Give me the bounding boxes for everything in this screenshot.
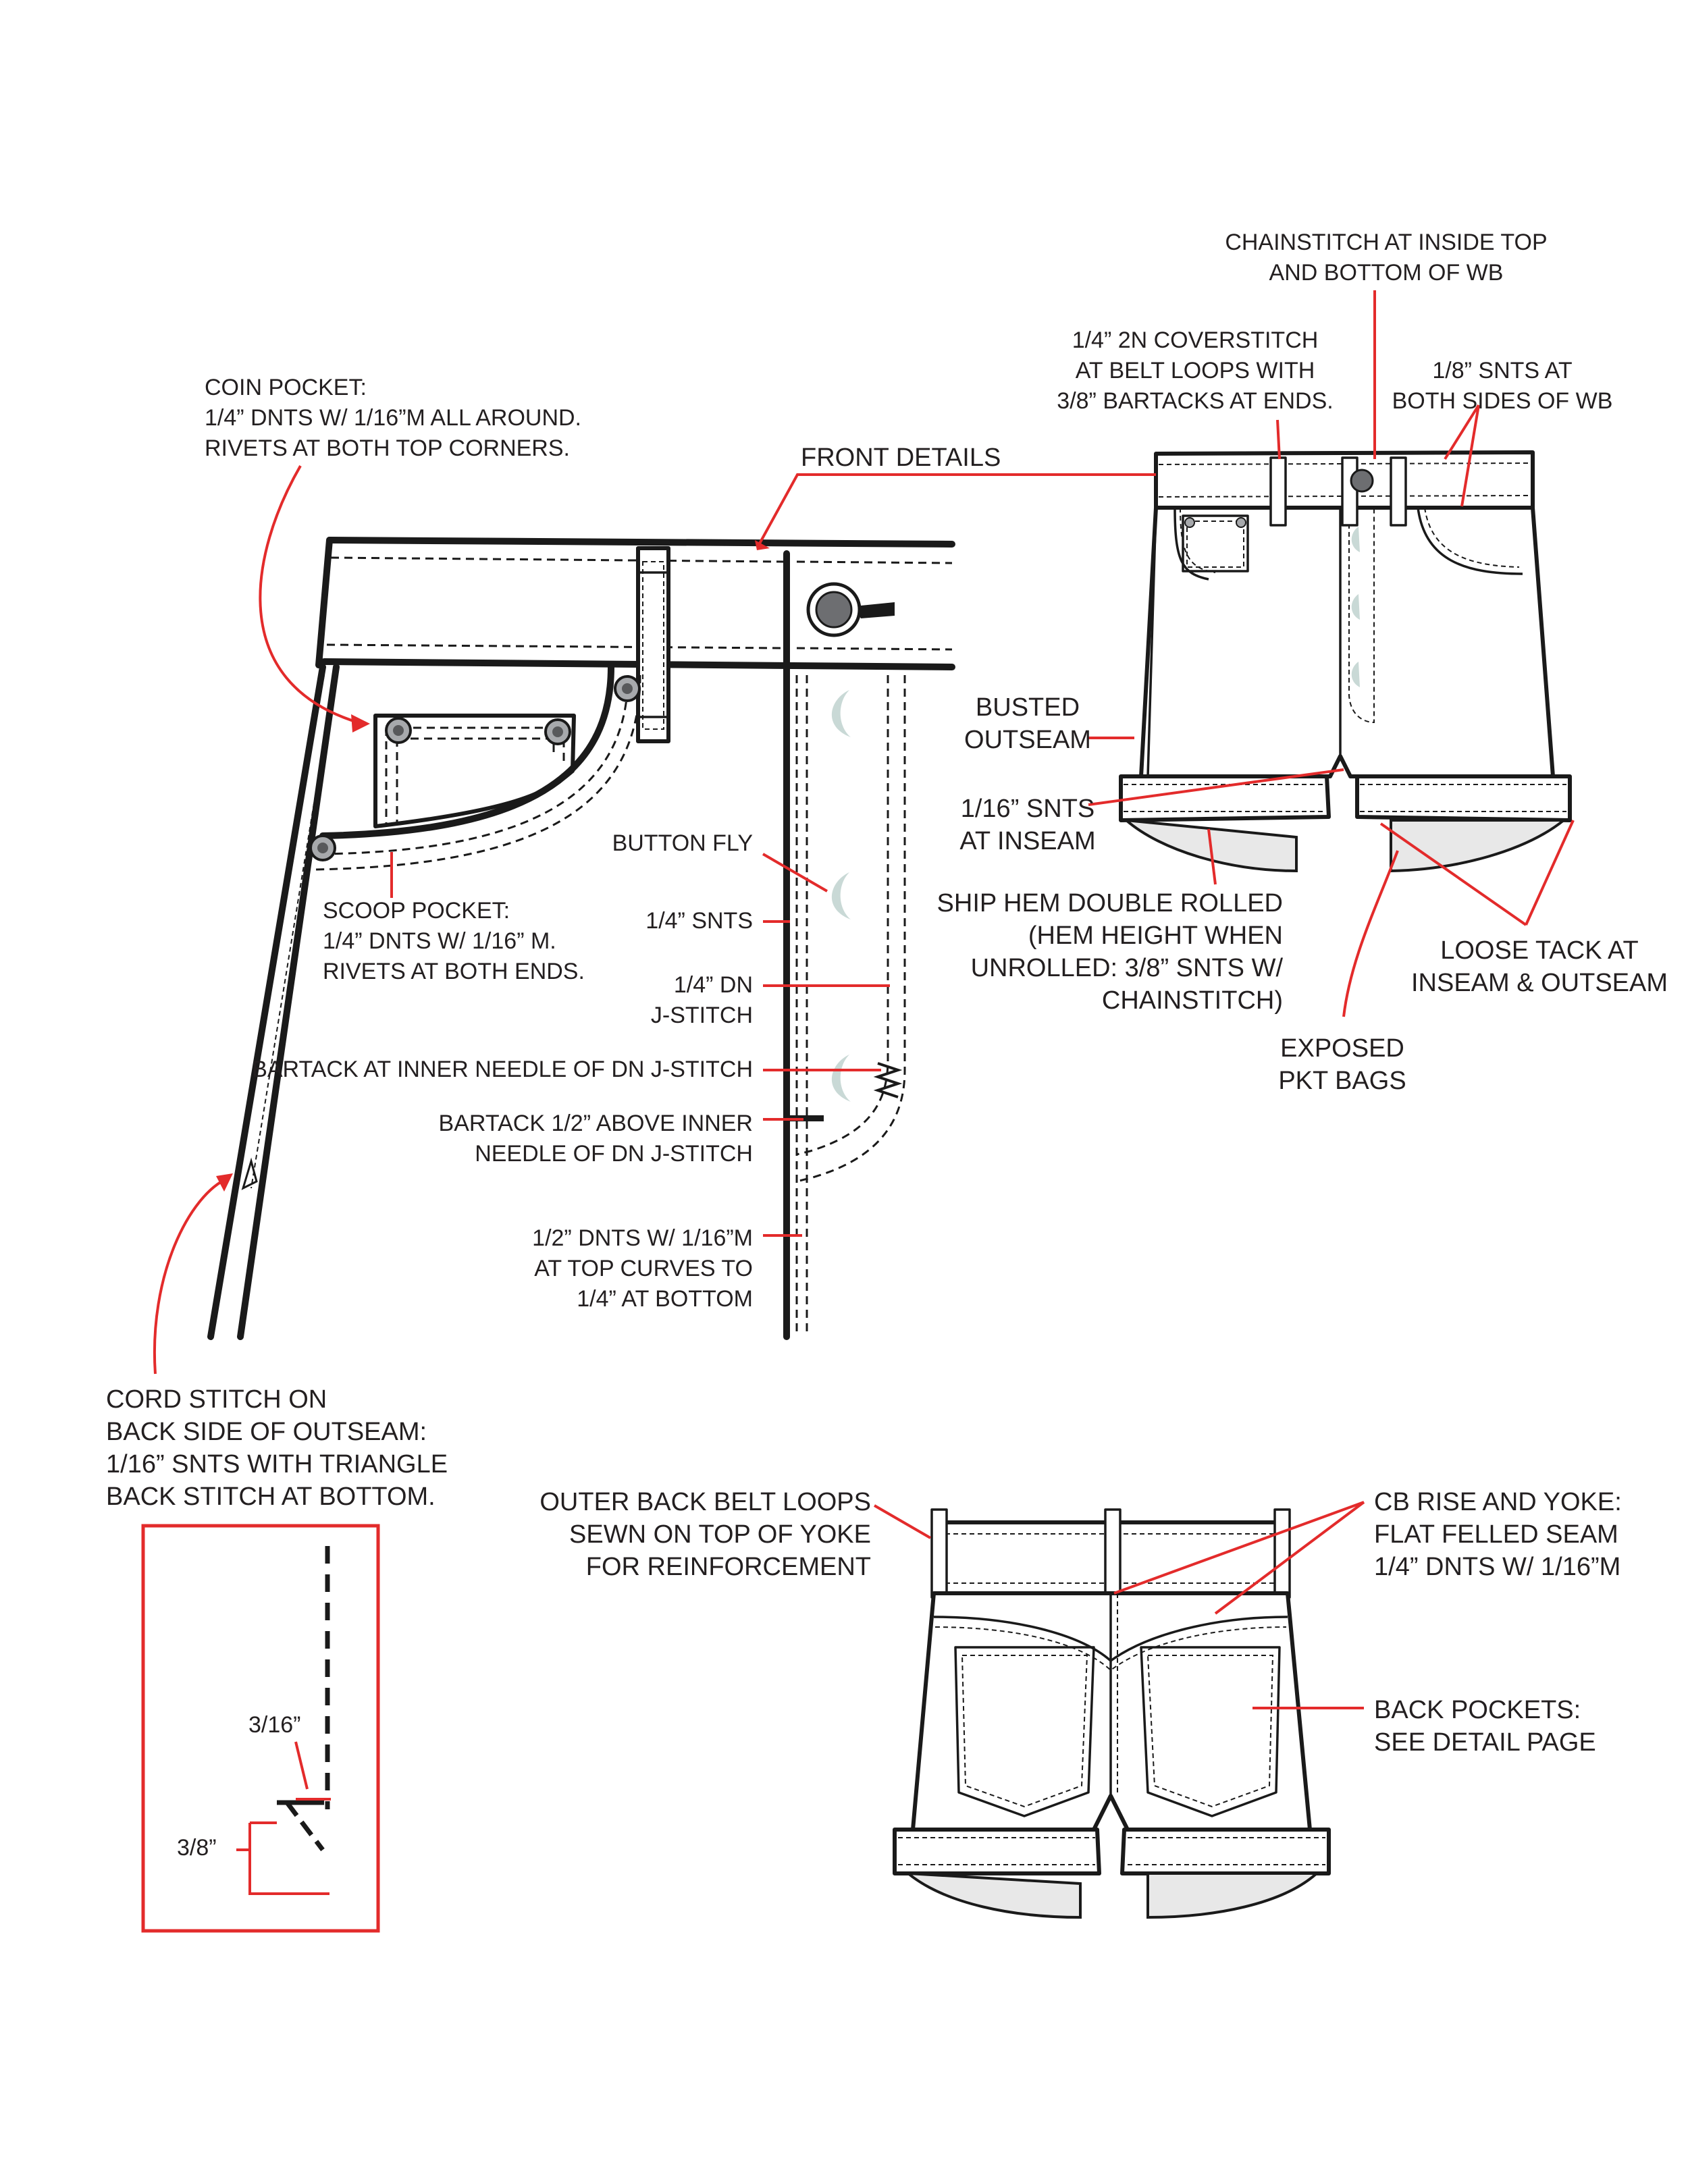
svg-text:OUTER BACK BELT LOOPS: OUTER BACK BELT LOOPS (539, 1488, 871, 1516)
label-busted-outseam: BUSTED (976, 693, 1080, 722)
label-snts-wb: BOTH SIDES OF WB (1392, 388, 1613, 414)
label-coverstitch: 1/4” 2N COVERSTITCH (1072, 327, 1319, 353)
label-busted-outseam: OUTSEAM (964, 726, 1091, 754)
label-cord-stitch: CORD STITCH ON BACK SIDE OF OUTSEAM: 1/1… (106, 1385, 448, 1511)
front-detail-drawing (207, 537, 955, 1340)
labels: FRONT DETAILS COIN POCKET: 1/4” DNTS W/ … (106, 230, 1668, 1861)
svg-text:BACK STITCH AT BOTTOM.: BACK STITCH AT BOTTOM. (106, 1483, 436, 1511)
shank-button-icon (1350, 469, 1374, 493)
svg-text:SHIP HEM DOUBLE ROLLED: SHIP HEM DOUBLE ROLLED (937, 889, 1283, 917)
label-back-loops: OUTER BACK BELT LOOPS SEWN ON TOP OF YOK… (539, 1488, 871, 1581)
pocket-bag-icon (1146, 1872, 1321, 1919)
label-snts-inseam: 1/16” SNTS (961, 795, 1095, 823)
svg-text:BACK POCKETS:: BACK POCKETS: (1374, 1696, 1581, 1724)
rivet-icon (614, 675, 641, 702)
label-dnts-curve: AT TOP CURVES TO (534, 1256, 753, 1281)
label-loose-tack: INSEAM & OUTSEAM (1411, 969, 1668, 997)
label-chainstitch-wb: AND BOTTOM OF WB (1269, 260, 1504, 286)
svg-text:(HEM HEIGHT WHEN: (HEM HEIGHT WHEN (1028, 922, 1283, 950)
fly-button-icon (831, 690, 851, 737)
svg-text:CB RISE AND YOKE:: CB RISE AND YOKE: (1374, 1488, 1622, 1516)
svg-text:SCOOP POCKET:: SCOOP POCKET: (323, 898, 510, 924)
shank-button-icon (806, 582, 895, 637)
section-title-front-details: FRONT DETAILS (801, 444, 1001, 472)
label-dn-jstitch: 1/4” DN (674, 972, 753, 998)
svg-text:CHAINSTITCH): CHAINSTITCH) (1102, 986, 1283, 1015)
label-dnts-curve: 1/4” AT BOTTOM (577, 1286, 753, 1312)
svg-text:FLAT FELLED SEAM: FLAT FELLED SEAM (1374, 1520, 1618, 1549)
label-scoop-pocket: SCOOP POCKET: 1/4” DNTS W/ 1/16” M. RIVE… (323, 898, 585, 984)
back-shorts-drawing (893, 1508, 1331, 1919)
label-ship-hem: SHIP HEM DOUBLE ROLLED (HEM HEIGHT WHEN … (937, 889, 1284, 1015)
svg-text:1/4” DNTS W/ 1/16” M.: 1/4” DNTS W/ 1/16” M. (323, 928, 556, 954)
svg-text:BACK SIDE OF OUTSEAM:: BACK SIDE OF OUTSEAM: (106, 1418, 427, 1446)
label-snts-quarter: 1/4” SNTS (645, 908, 753, 934)
label-snts-wb: 1/8” SNTS AT (1432, 358, 1572, 383)
label-loose-tack: LOOSE TACK AT (1440, 936, 1639, 965)
fly-button-icon (831, 872, 851, 920)
label-group-front-shorts-lower: BUSTED OUTSEAM 1/16” SNTS AT INSEAM EXPO… (959, 693, 1668, 1095)
label-group-fly: BUTTON FLY 1/4” SNTS 1/4” DN J-STITCH BA… (252, 830, 753, 1312)
label-coin-pocket: COIN POCKET: 1/4” DNTS W/ 1/16”M ALL ARO… (205, 375, 581, 461)
pocket-bag-icon (903, 1871, 1082, 1919)
label-button-fly: BUTTON FLY (612, 830, 753, 856)
svg-text:SEE DETAIL PAGE: SEE DETAIL PAGE (1374, 1728, 1596, 1757)
svg-text:1/4” DNTS W/ 1/16”M ALL AROUND: 1/4” DNTS W/ 1/16”M ALL AROUND. (205, 405, 581, 431)
svg-text:COIN POCKET:: COIN POCKET: (205, 375, 367, 400)
label-snts-inseam: AT INSEAM (959, 827, 1095, 855)
svg-text:1/16” SNTS WITH TRIANGLE: 1/16” SNTS WITH TRIANGLE (106, 1450, 448, 1479)
label-cb-rise: CB RISE AND YOKE: FLAT FELLED SEAM 1/4” … (1374, 1488, 1622, 1581)
label-exposed-bags: PKT BAGS (1278, 1067, 1406, 1095)
label-bartack-above: NEEDLE OF DN J-STITCH (475, 1141, 753, 1167)
label-chainstitch-wb: CHAINSTITCH AT INSIDE TOP (1225, 230, 1547, 255)
rivet-icon (385, 717, 412, 744)
svg-text:RIVETS AT BOTH TOP CORNERS.: RIVETS AT BOTH TOP CORNERS. (205, 435, 570, 461)
pocket-bag-icon (1390, 819, 1568, 873)
svg-text:UNROLLED: 3/8” SNTS W/: UNROLLED: 3/8” SNTS W/ (971, 954, 1284, 982)
label-dn-jstitch: J-STITCH (651, 1003, 753, 1028)
svg-text:CORD STITCH ON: CORD STITCH ON (106, 1385, 327, 1414)
front-shorts-drawing (1119, 450, 1572, 873)
dimension-3-16: 3/16” (248, 1712, 301, 1738)
svg-text:SEWN ON TOP OF YOKE: SEWN ON TOP OF YOKE (569, 1520, 871, 1549)
bartack-icon (873, 1062, 903, 1098)
svg-text:1/4” DNTS W/ 1/16”M: 1/4” DNTS W/ 1/16”M (1374, 1553, 1620, 1581)
label-exposed-bags: EXPOSED (1280, 1034, 1404, 1063)
bartack-icon (789, 1115, 824, 1121)
label-coverstitch: 3/8” BARTACKS AT ENDS. (1057, 388, 1333, 414)
callout-lines (153, 290, 1575, 1709)
svg-text:RIVETS AT BOTH ENDS.: RIVETS AT BOTH ENDS. (323, 959, 585, 984)
fly-button-icon (831, 1055, 851, 1102)
label-group-front-shorts: CHAINSTITCH AT INSIDE TOP AND BOTTOM OF … (1057, 230, 1612, 414)
label-bartack-above: BARTACK 1/2” ABOVE INNER (439, 1111, 753, 1136)
label-bartack-inner: BARTACK AT INNER NEEDLE OF DN J-STITCH (252, 1057, 753, 1082)
dimension-3-8: 3/8” (177, 1835, 217, 1861)
label-back-pockets: BACK POCKETS: SEE DETAIL PAGE (1374, 1696, 1596, 1757)
label-dnts-curve: 1/2” DNTS W/ 1/16”M (532, 1225, 753, 1251)
rivet-icon (544, 718, 571, 745)
label-coverstitch: AT BELT LOOPS WITH (1076, 358, 1315, 383)
svg-text:FOR REINFORCEMENT: FOR REINFORCEMENT (586, 1553, 871, 1581)
rivet-icon (309, 834, 336, 861)
cord-stitch-detail (141, 1524, 380, 1933)
